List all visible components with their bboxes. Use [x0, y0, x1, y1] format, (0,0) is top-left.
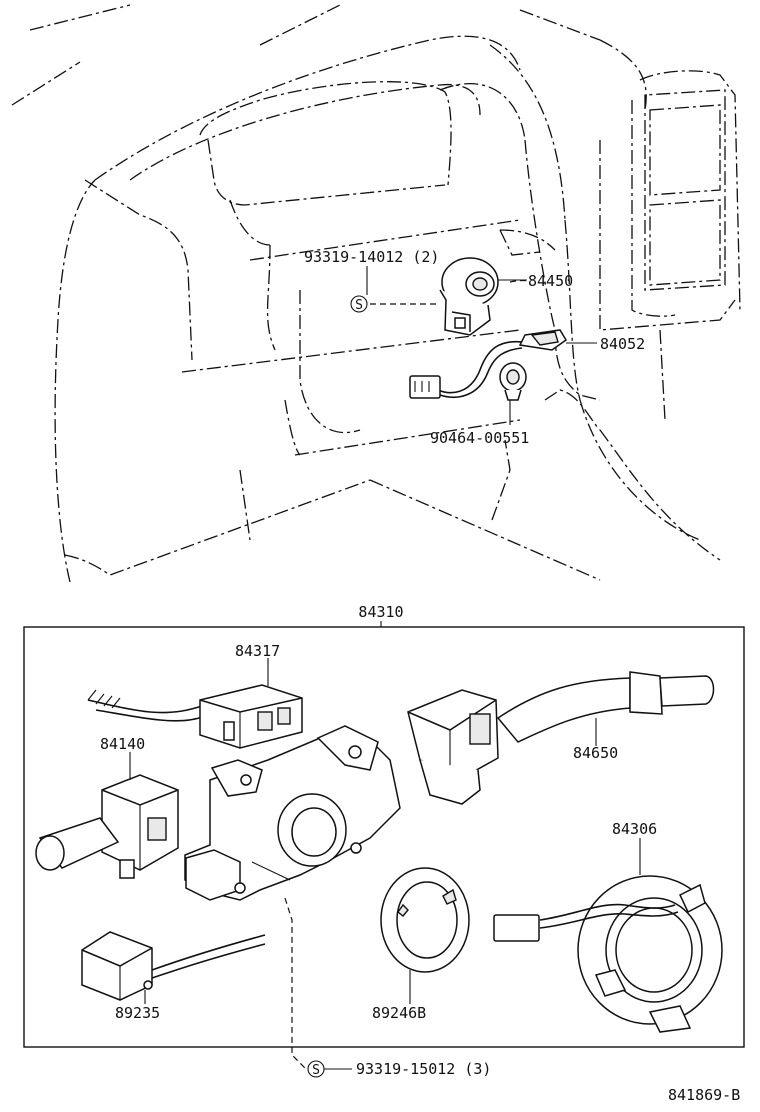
upper-leaders — [366, 266, 597, 425]
spiral-cable-84306 — [493, 838, 723, 1033]
screw-leader-lower — [284, 897, 306, 1069]
label-93319-15012: 93319-15012 (3) — [356, 1060, 491, 1078]
label-93319-14012: 93319-14012 (2) — [304, 248, 439, 266]
screw-symbol-upper-letter: S — [355, 298, 363, 313]
label-84306: 84306 — [612, 820, 657, 838]
label-89246B: 89246B — [372, 1004, 426, 1022]
screw-symbol-upper: S — [350, 295, 368, 313]
wiper-switch-84650 — [407, 671, 715, 805]
label-84140: 84140 — [100, 735, 145, 753]
switch-89235 — [81, 931, 266, 1004]
ring-89246B — [380, 867, 470, 1004]
switch-body — [184, 725, 401, 901]
label-84310: 84310 — [358, 603, 403, 621]
bulb-socket-90464-00551 — [499, 362, 527, 401]
ignition-switch-84450 — [439, 257, 531, 336]
wire-harness-84052 — [409, 329, 567, 399]
label-90464-00551: 90464-00551 — [430, 429, 529, 447]
screw-symbol-lower: S — [307, 1060, 325, 1078]
assembly-84310-box — [23, 626, 745, 1048]
turn-switch-module-84317 — [87, 658, 303, 749]
label-84650: 84650 — [573, 744, 618, 762]
dashboard-outline — [11, 4, 741, 583]
figure-code: 841869-B — [668, 1086, 740, 1104]
label-84450: 84450 — [528, 272, 573, 290]
label-89235: 89235 — [115, 1004, 160, 1022]
label-84317: 84317 — [235, 642, 280, 660]
headlight-switch-84140 — [35, 752, 179, 879]
label-84052: 84052 — [600, 335, 645, 353]
screw-symbol-lower-letter: S — [312, 1063, 320, 1078]
